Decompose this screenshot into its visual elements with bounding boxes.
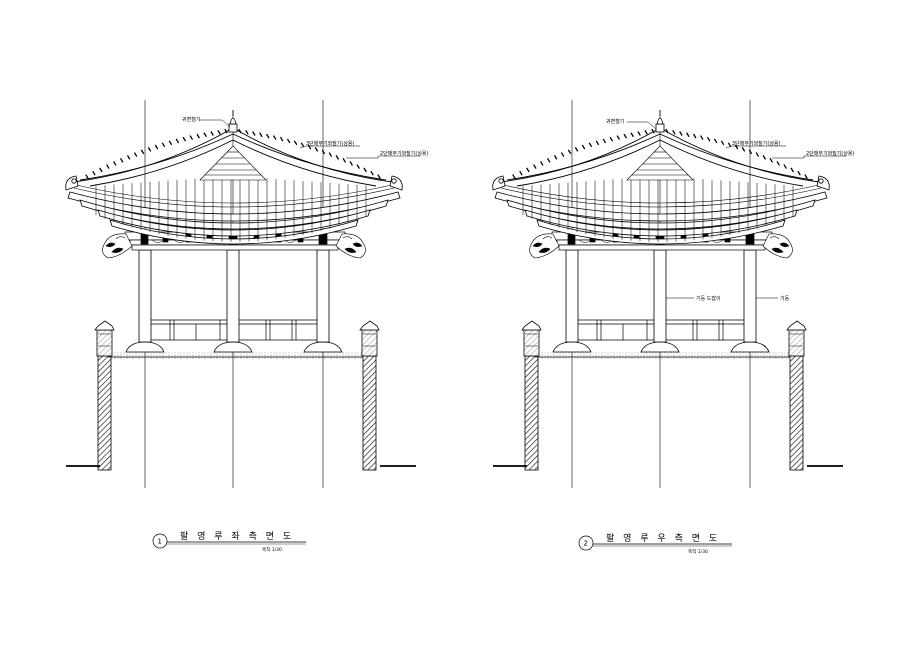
title-block-left: 1 팔 영 루 좌 측 면 도 축척 1/30 bbox=[152, 530, 306, 553]
elevation-left: 귀면철기 3단매무기와질기(상용) 2단매무기와질기(상용) 1 팔 영 루 좌… bbox=[64, 99, 429, 553]
annotation-label: 귀면철기 bbox=[182, 116, 200, 123]
elevation-title: 팔 영 루 우 측 면 도 bbox=[606, 532, 720, 544]
elevation-right: 귀면철기 3단매무기와질기(상용) 2단매무기와질기(상용) 기둥 드잡이 기둥… bbox=[491, 99, 855, 555]
leader-lines-right bbox=[627, 121, 846, 299]
scale-label: 축척 1/30 bbox=[688, 548, 708, 555]
annotation-label: 3단매무기와질기(상용) bbox=[732, 140, 781, 147]
annotation-label: 2단매무기와질기(상용) bbox=[806, 150, 855, 157]
title-block-right: 2 팔 영 루 우 측 면 도 축척 1/30 bbox=[578, 532, 732, 555]
elevation-title: 팔 영 루 좌 측 면 도 bbox=[180, 530, 294, 542]
annotation-label: 2단매무기와질기(상용) bbox=[380, 150, 429, 157]
annotation-label: 귀면철기 bbox=[606, 118, 624, 125]
annotation-label: 기둥 드잡이 bbox=[696, 295, 721, 302]
scale-label: 축척 1/30 bbox=[262, 546, 282, 553]
elevation-number: 2 bbox=[584, 540, 588, 548]
annotation-label: 3단매무기와질기(상용) bbox=[306, 140, 355, 147]
annotation-label: 기둥 bbox=[780, 295, 790, 302]
leader-lines-left bbox=[199, 119, 420, 159]
elevation-number: 1 bbox=[158, 538, 162, 546]
